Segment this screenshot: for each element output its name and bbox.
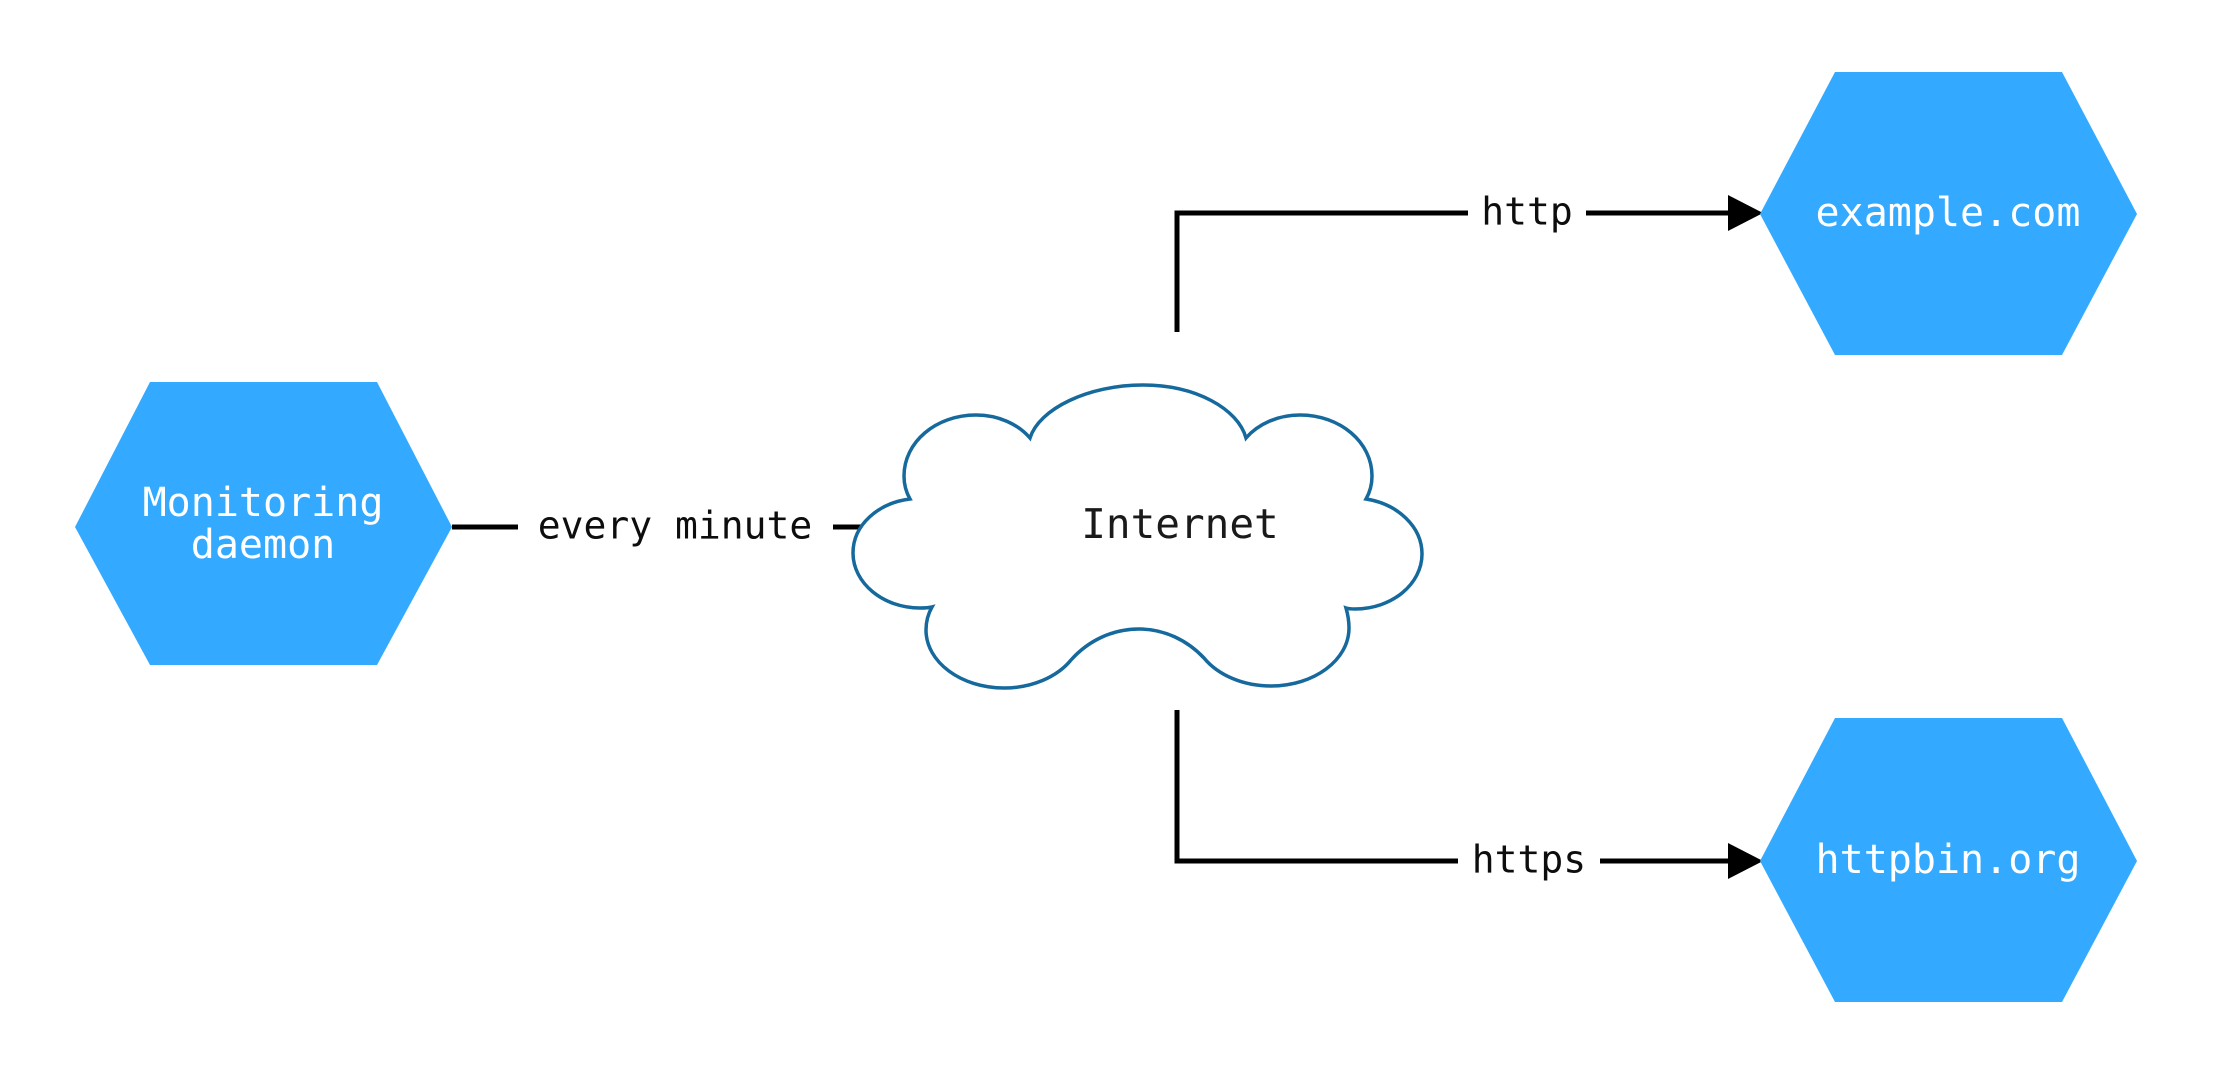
arrow-head-to-httpbin-org [1728, 843, 1763, 879]
edge-label-every-minute: every minute [538, 504, 813, 548]
edge-internet-to-example: http [1174, 190, 1763, 332]
example-com-hexagon[interactable] [1760, 72, 2137, 355]
node-example-com[interactable]: example.com [1760, 72, 2137, 355]
edge-internet-to-httpbin: https [1174, 710, 1763, 882]
node-httpbin-org[interactable]: httpbin.org [1760, 718, 2137, 1002]
monitoring-daemon-label-line2: daemon [191, 522, 336, 568]
httpbin-org-label: httpbin.org [1816, 837, 2081, 883]
arrow-head-to-example-com [1728, 195, 1763, 231]
monitoring-daemon-label-line1: Monitoring [143, 480, 384, 526]
monitoring-daemon-hexagon[interactable] [75, 382, 452, 665]
example-com-label: example.com [1816, 190, 2081, 236]
node-internet[interactable]: Internet [851, 383, 1424, 690]
edge-path-http-elbow [1174, 210, 1468, 332]
internet-cloud-shape[interactable] [851, 383, 1424, 690]
edge-label-http: http [1481, 190, 1573, 234]
node-monitoring-daemon[interactable]: Monitoring daemon [75, 382, 452, 665]
internet-label: Internet [1081, 500, 1278, 548]
edge-label-https: https [1472, 838, 1586, 882]
edge-path-https-elbow [1174, 710, 1458, 864]
httpbin-org-hexagon[interactable] [1760, 718, 2137, 1002]
